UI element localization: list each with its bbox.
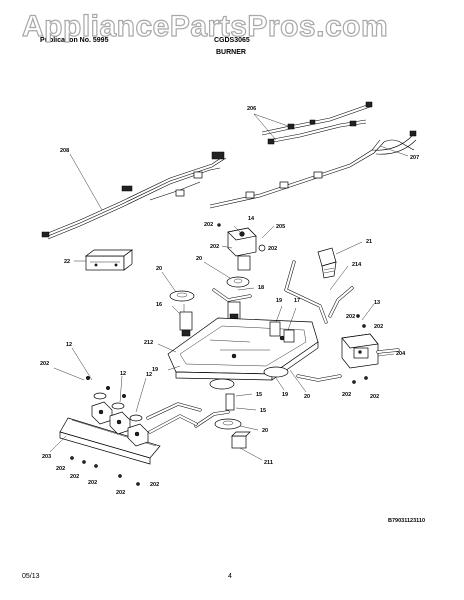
callout-202-l: 202 — [116, 490, 125, 496]
callout-202-e: 202 — [374, 324, 383, 330]
callout-20-c: 20 — [304, 394, 310, 400]
model-number: CGDS3065 — [214, 37, 250, 44]
ignitor-module-22: 22 — [64, 249, 134, 271]
burner-tray: 212 19 — [144, 317, 319, 381]
callout-15-a: 15 — [256, 392, 262, 398]
callout-16: 16 — [156, 302, 162, 308]
valve-assembly-top: 202 14 205 202 202 — [204, 216, 285, 271]
callout-202-c: 202 — [210, 244, 219, 250]
callout-20-a: 20 — [156, 266, 162, 272]
callout-202-f: 202 — [40, 361, 49, 367]
callout-19-a: 19 — [276, 298, 282, 304]
wire-harness-206: 206 — [247, 101, 373, 145]
callout-212: 212 — [144, 340, 153, 346]
callout-206: 206 — [247, 106, 256, 112]
igniter-15: 15 15 20 211 — [194, 392, 273, 466]
callout-12: 12 — [66, 342, 72, 348]
burner-cap-20-center: 20 — [196, 256, 250, 288]
wire-harness-207: 207 — [209, 130, 419, 209]
callout-202-g: 202 — [342, 392, 351, 398]
callout-22: 22 — [64, 259, 70, 265]
callout-15-b: 15 — [260, 408, 266, 414]
screws-202-lower: 202 202 202 202 202 — [56, 456, 159, 496]
gas-tube-lower — [296, 374, 342, 382]
page-number: 4 — [228, 573, 232, 580]
callout-13: 13 — [374, 300, 380, 306]
callout-19-c: 19 — [282, 392, 288, 398]
burner-caps-lower: 19 20 — [209, 366, 310, 400]
publication-number: Publication No. 5995 — [40, 37, 109, 44]
burner-cap-20-upper-left: 20 — [156, 266, 195, 302]
callout-19-b: 19 — [152, 367, 158, 373]
callout-17: 17 — [294, 298, 300, 304]
callout-20-b: 20 — [196, 256, 202, 262]
wire-harness-208: 208 — [41, 148, 227, 240]
drawing-code: B79031123110 — [388, 518, 425, 524]
callout-20-d: 20 — [262, 428, 268, 434]
callout-18: 18 — [258, 285, 264, 291]
callout-204: 204 — [396, 351, 406, 357]
callout-202-h: 202 — [370, 394, 379, 400]
callout-208: 208 — [60, 148, 69, 154]
callout-202-i: 202 — [56, 466, 65, 472]
callout-202-b: 202 — [268, 246, 277, 252]
callout-12-c: 12 — [146, 372, 152, 378]
elbow-fitting-21: 21 — [317, 239, 372, 279]
callout-14: 14 — [248, 216, 255, 222]
callout-202-k: 202 — [88, 480, 97, 486]
valve-assembly-204: 204 13 202 202 202 202 — [341, 300, 406, 400]
callout-12-b: 12 — [120, 371, 126, 377]
gas-tube-214: 214 — [284, 260, 362, 324]
callout-214: 214 — [352, 262, 362, 268]
valve-19-17: 19 17 — [269, 298, 300, 343]
watermark: AppliancePartsPros.com — [22, 10, 388, 43]
section-title: BURNER — [216, 49, 246, 56]
callout-202-a: 202 — [204, 222, 213, 228]
callout-21: 21 — [366, 239, 372, 245]
callout-203: 203 — [42, 454, 51, 460]
valve-manifold-203: 12 12 12 202 203 — [40, 342, 202, 465]
burner-base-16: 16 — [156, 301, 241, 337]
callout-202-d: 202 — [346, 314, 355, 320]
callout-205: 205 — [276, 224, 285, 230]
callout-202-m: 202 — [150, 482, 159, 488]
callout-211: 211 — [264, 460, 273, 466]
footer-date: 05/13 — [22, 573, 40, 580]
callout-207: 207 — [410, 155, 419, 161]
callout-202-j: 202 — [70, 474, 79, 480]
burner-head-18: 18 — [212, 285, 264, 302]
